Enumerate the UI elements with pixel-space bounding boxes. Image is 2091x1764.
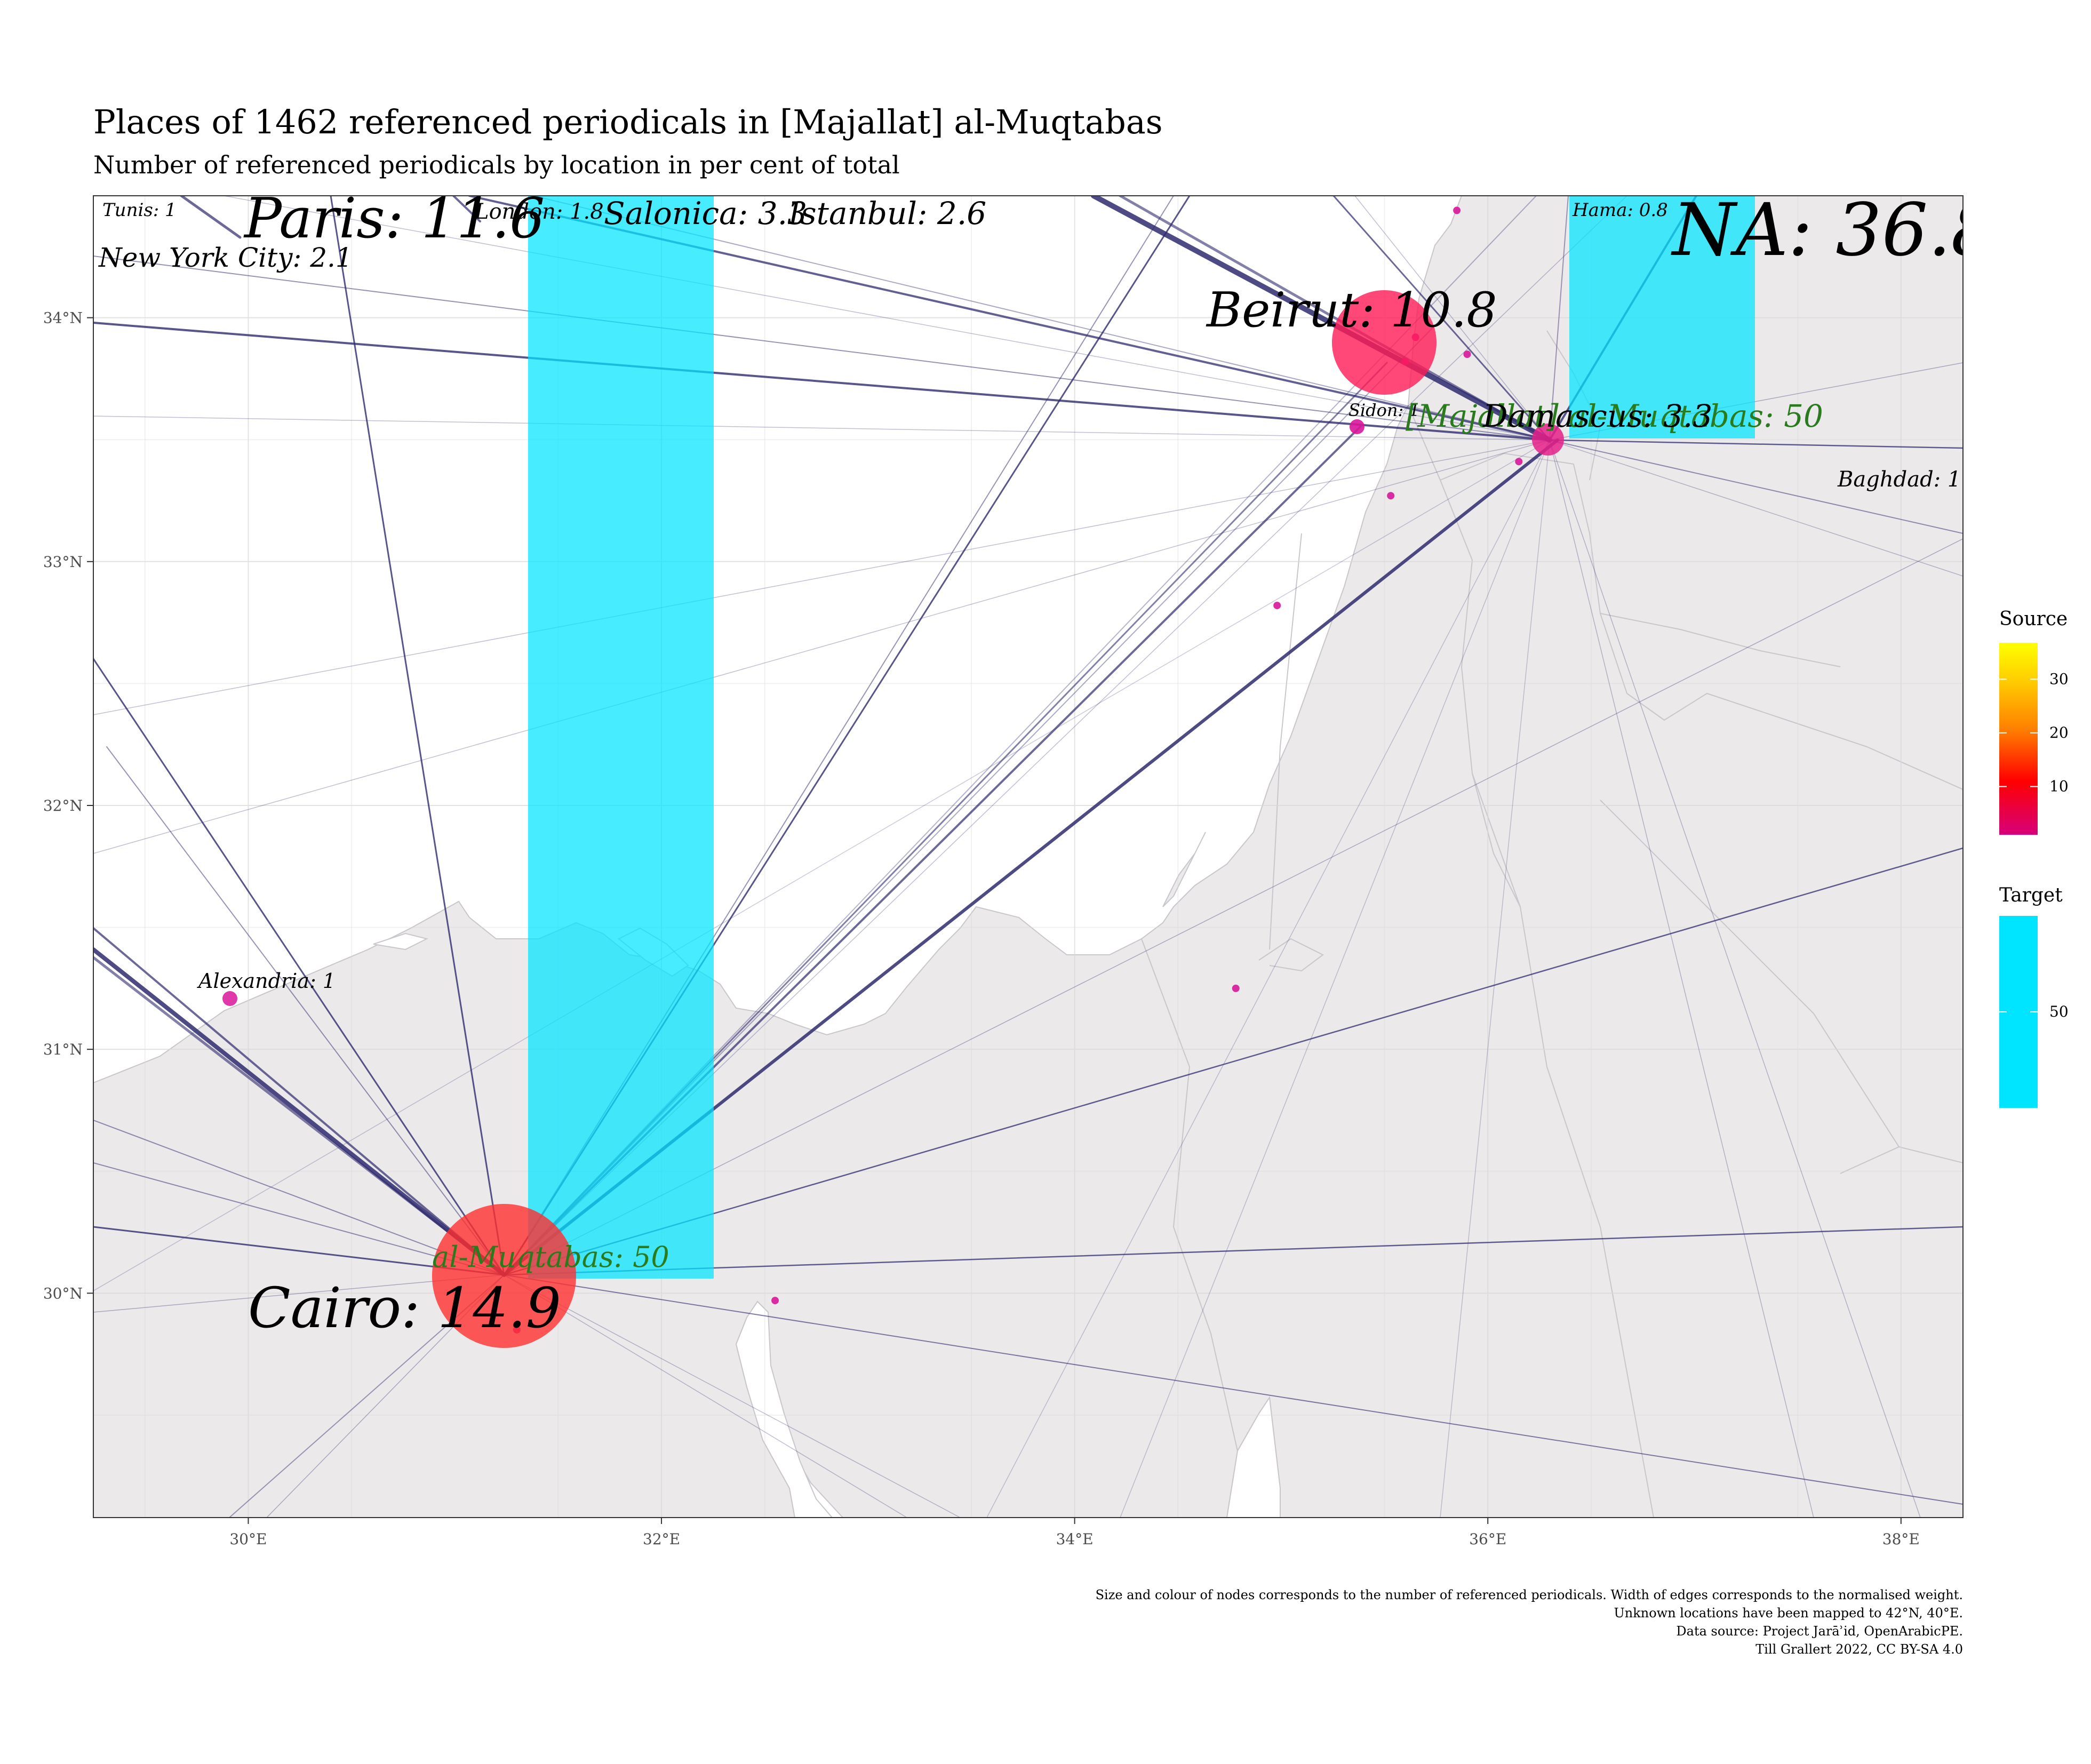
target-bar-damascus: [1569, 196, 1755, 438]
borders: [1141, 330, 1963, 1518]
label-sidon: Sidon: 1: [1348, 400, 1420, 420]
label-target-damascus: [Majallat] al-Muqtabas: 50: [1406, 398, 1823, 434]
x-tick-label: 38°E: [1882, 1530, 1920, 1548]
x-tick-label: 36°E: [1469, 1530, 1506, 1548]
place-labels: Paris: 11.6 Cairo: 14.9 Beirut: 10.8 NA:…: [98, 186, 1997, 1340]
label-hama: Hama: 0.8: [1572, 199, 1668, 221]
label-target-cairo: al-Muqtabas: 50: [432, 1240, 669, 1274]
node-beirut: [1332, 290, 1436, 395]
label-damascus: Damascus: 3.3: [1482, 398, 1712, 434]
node-cairo: [432, 1204, 576, 1348]
legend-target-title: Target: [1999, 884, 2063, 906]
minor-node: [771, 1297, 779, 1305]
minor-node: [1387, 492, 1395, 500]
y-tick-label: 34°N: [43, 309, 83, 327]
label-na: NA: 36.8: [1671, 188, 1997, 273]
label-london: London: 1.8: [474, 199, 604, 224]
label-salonica: Salonica: 3.3: [604, 195, 807, 232]
caption: Size and colour of nodes corresponds to …: [1096, 1587, 1963, 1657]
gridlines: [93, 196, 1963, 1518]
node-sidon: [1350, 419, 1364, 434]
x-tick-label: 32°E: [643, 1530, 680, 1548]
y-tick-label: 31°N: [43, 1041, 83, 1058]
legend-source-tick-label: 10: [2049, 777, 2069, 795]
y-tick-label: 33°N: [43, 553, 83, 571]
label-paris: Paris: 11.6: [243, 186, 545, 251]
legend-target-tick-label: 50: [2049, 1003, 2069, 1020]
panel-border: [93, 195, 1964, 1518]
node-damascus: [1532, 424, 1564, 456]
map-subtitle: Number of referenced periodicals by loca…: [93, 150, 900, 179]
caption-line-1: Size and colour of nodes corresponds to …: [1096, 1587, 1963, 1602]
legend-source-tick-label: 20: [2049, 724, 2069, 741]
target-bar-cairo: [528, 196, 714, 1279]
minor-node: [1453, 206, 1461, 214]
x-tick-label: 30°E: [229, 1530, 267, 1548]
legend-source-title: Source: [1999, 608, 2068, 630]
nodes: [222, 290, 1564, 1348]
caption-line-3: Data source: Project Jarāʾid, OpenArabic…: [1676, 1624, 1963, 1639]
caption-line-2: Unknown locations have been mapped to 42…: [1614, 1606, 1963, 1621]
map-title: Places of 1462 referenced periodicals in…: [93, 102, 1163, 141]
legend-source: Source 10 20 30: [1999, 608, 2069, 835]
caption-line-4: Till Grallert 2022, CC BY-SA 4.0: [1755, 1642, 1963, 1657]
minor-node: [1232, 984, 1240, 992]
map-panel: Paris: 11.6 Cairo: 14.9 Beirut: 10.8 NA:…: [93, 186, 1997, 1518]
y-tick-label: 32°N: [43, 797, 83, 815]
label-new-york-city: New York City: 2.1: [98, 242, 353, 273]
x-tick-label: 34°E: [1056, 1530, 1094, 1548]
label-tunis: Tunis: 1: [102, 199, 177, 221]
legend-target: Target 50: [1999, 884, 2069, 1108]
node-alexandria: [222, 991, 237, 1006]
legend-source-tick-label: 30: [2049, 670, 2069, 688]
x-axis: 30°E 32°E 34°E 36°E 38°E: [229, 1518, 1920, 1548]
label-cairo: Cairo: 14.9: [248, 1275, 561, 1340]
label-istanbul: Istanbul: 2.6: [788, 195, 986, 232]
label-baghdad: Baghdad: 1.1: [1837, 467, 1981, 492]
y-tick-label: 30°N: [43, 1284, 83, 1302]
minor-node: [1463, 350, 1471, 358]
label-beirut: Beirut: 10.8: [1206, 282, 1497, 338]
label-alexandria: Alexandria: 1: [197, 969, 336, 993]
legend-source-colorbar: [1999, 643, 2038, 835]
minor-node: [1515, 458, 1523, 466]
target-bars: [528, 196, 1755, 1279]
y-axis: 30°N 31°N 32°N 33°N 34°N: [43, 309, 93, 1302]
minor-node: [1273, 602, 1281, 610]
